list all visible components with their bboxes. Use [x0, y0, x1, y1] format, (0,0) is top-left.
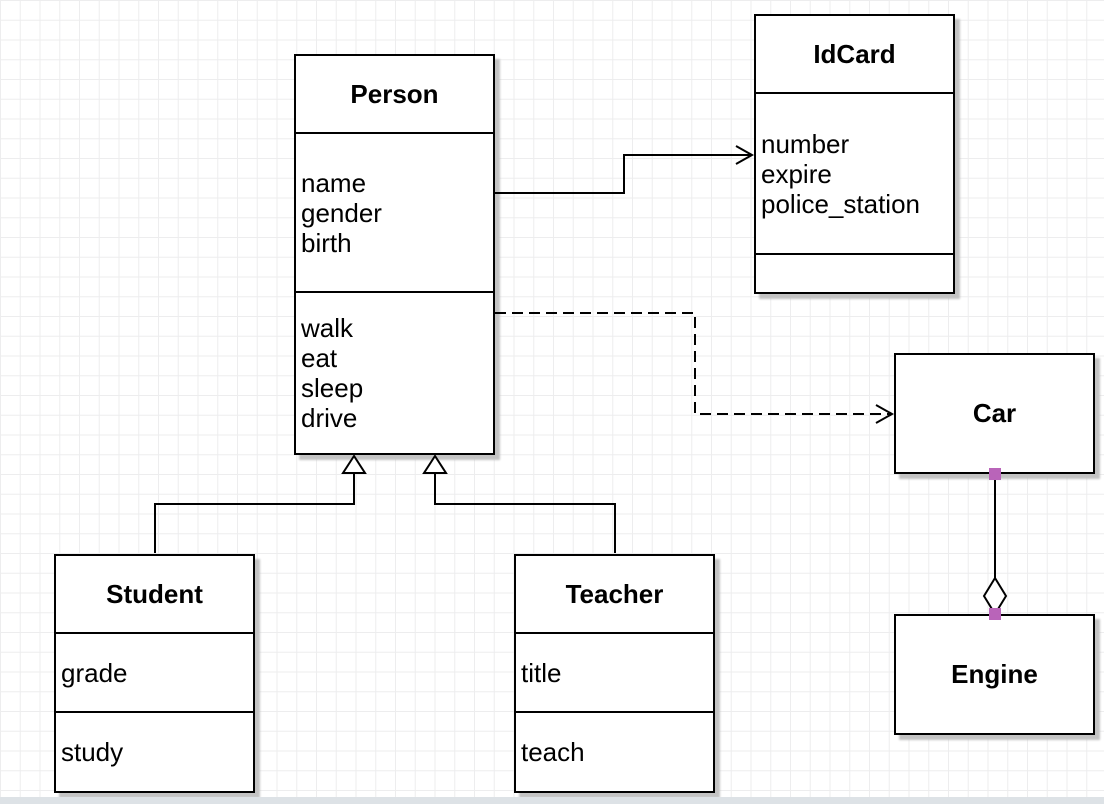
- class-idcard[interactable]: IdCard number expire police_station: [754, 14, 955, 294]
- class-person[interactable]: Person name gender birth walk eat sleep …: [294, 54, 495, 455]
- canvas-bottom-scrollbar[interactable]: [0, 797, 1104, 804]
- method-line: eat: [301, 343, 338, 373]
- generalization-student-person[interactable]: [154, 454, 367, 553]
- method-line: teach: [521, 737, 585, 767]
- class-teacher[interactable]: Teacher title teach: [514, 554, 715, 793]
- attribute-line: number: [761, 128, 850, 159]
- class-teacher-attributes: title: [516, 634, 713, 713]
- class-car[interactable]: Car: [894, 353, 1095, 474]
- class-student-title: Student: [56, 556, 253, 634]
- aggregation-car-engine[interactable]: [982, 468, 1008, 620]
- attribute-line: grade: [61, 657, 128, 688]
- class-person-attributes: name gender birth: [296, 134, 493, 293]
- method-line: study: [61, 737, 124, 767]
- class-student-methods: study: [56, 713, 253, 791]
- method-line: drive: [301, 403, 358, 433]
- attribute-line: title: [521, 657, 562, 688]
- attribute-line: expire: [761, 158, 832, 189]
- class-student[interactable]: Student grade study: [54, 554, 255, 793]
- class-person-methods: walk eat sleep drive: [296, 293, 493, 453]
- class-idcard-attributes: number expire police_station: [756, 94, 953, 255]
- association-person-idcard[interactable]: [495, 145, 755, 194]
- class-person-title: Person: [296, 56, 493, 134]
- method-line: walk: [301, 313, 354, 343]
- attribute-line: name: [301, 167, 367, 198]
- class-engine[interactable]: Engine: [894, 614, 1095, 735]
- attribute-line: birth: [301, 227, 352, 258]
- class-idcard-methods: [756, 255, 953, 292]
- attribute-line: police_station: [761, 188, 920, 219]
- class-teacher-methods: teach: [516, 713, 713, 791]
- attribute-line: gender: [301, 197, 382, 228]
- class-teacher-title: Teacher: [516, 556, 713, 634]
- method-line: sleep: [301, 373, 364, 403]
- dependency-person-car[interactable]: [495, 312, 895, 424]
- generalization-teacher-person[interactable]: [422, 454, 616, 553]
- class-idcard-title: IdCard: [756, 16, 953, 94]
- class-student-attributes: grade: [56, 634, 253, 713]
- class-car-title: Car: [972, 398, 1017, 428]
- class-engine-title: Engine: [951, 659, 1038, 689]
